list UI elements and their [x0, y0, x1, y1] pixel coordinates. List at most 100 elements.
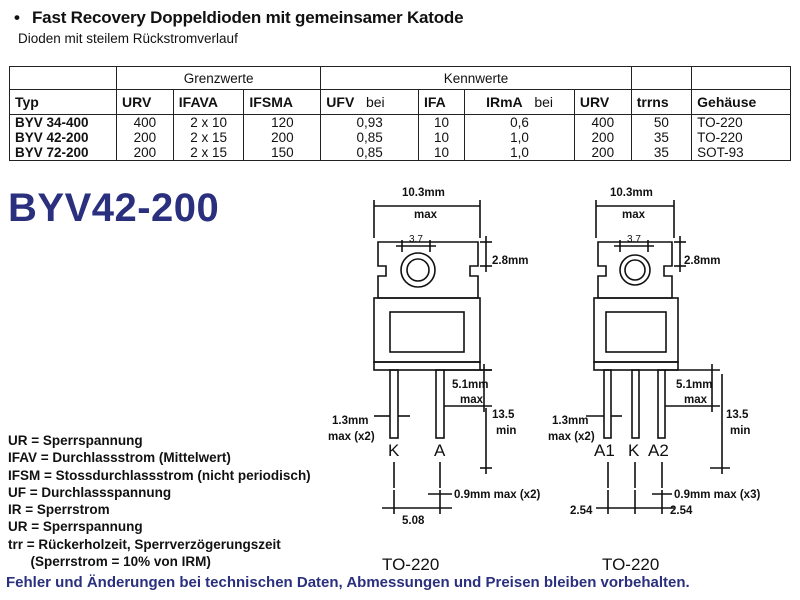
page-title: • Fast Recovery Doppeldioden mit gemeinsa… [14, 8, 464, 28]
dim-lead-text: 5.1mm [452, 379, 488, 391]
pin-k-label: K [628, 441, 640, 460]
dim-tabh-text: 2.8mm [492, 255, 528, 267]
legend-line: UR = Sperrspannung [8, 433, 143, 448]
cell-ifsm: 200 [243, 130, 322, 145]
cell-ir: 1,0 [464, 130, 575, 145]
cell-ur: 200 [573, 145, 632, 161]
cell-ifsm: 120 [243, 114, 322, 130]
col-ir-bei: IRmA bei [464, 89, 575, 115]
typ-group-cell [9, 66, 117, 90]
cell-ur: 400 [573, 114, 632, 130]
dim-hole-text: 3.7 [627, 234, 641, 245]
dim-leadw-text: 1.3mm [552, 415, 588, 427]
column-header-row: Typ URV IFAVA IFSMA UFV bei IFA IRmA bei… [9, 89, 791, 115]
cell-ufv: 0,93 [320, 114, 419, 130]
to220-three-pin-diagram: 10.3mm max 3.7 2.8mm 5.1mm max 13.5 min … [548, 187, 760, 574]
col-typ: Typ [9, 89, 117, 115]
cell-geh: TO-220 [691, 130, 791, 145]
tab-outline [377, 241, 479, 299]
dim-lead-text: 5.1mm [676, 379, 712, 391]
dim-pitch-text-l: 2.54 [570, 505, 593, 517]
lead-a [435, 369, 445, 439]
dim-pitch-text: 5.08 [402, 515, 425, 527]
cell-if: 10 [417, 145, 466, 161]
title-bullet: • [14, 8, 20, 27]
dim-lead-text-2: max [684, 394, 708, 406]
cell-urv: 200 [116, 145, 174, 161]
cell-typ: BYV 42-200 [9, 130, 117, 145]
cell-ufv: 0,85 [320, 130, 419, 145]
col-trr: trrns [630, 89, 693, 115]
cell-geh: TO-220 [691, 114, 791, 130]
pin-a1-label: A1 [594, 441, 615, 460]
legend-line: UF = Durchlassspannung [8, 484, 172, 500]
group-grenzwerte: Grenzwerte [115, 66, 322, 90]
legend-line: IFSM = Stossdurchlassstrom (nicht period… [8, 467, 311, 483]
cell-urv: 200 [116, 130, 174, 145]
pin-a-label: A [434, 441, 446, 460]
cell-if: 10 [417, 130, 466, 145]
dim-thick-text: 0.9mm max (x3) [674, 489, 760, 501]
legend-line: IR = Sperrstrom [8, 502, 110, 518]
col-ufv-bei: UFV bei [320, 89, 419, 115]
spec-table: Grenzwerte Kennwerte Typ URV IFAVA IFSMA… [9, 66, 791, 161]
dim-lead-text-2: max [460, 394, 484, 406]
cell-ifsm: 150 [243, 145, 322, 161]
lead-k [631, 369, 640, 439]
mounting-hole [619, 254, 651, 286]
lead-a1 [603, 369, 612, 439]
dim-leadw-text-2: max (x2) [328, 431, 375, 443]
package-mold [389, 311, 465, 353]
mounting-hole [400, 252, 436, 288]
dim-total-text: 13.5 [492, 409, 515, 421]
cell-typ: BYV 72-200 [9, 145, 117, 161]
package-label: TO-220 [382, 555, 439, 574]
col-urv: URV [116, 89, 174, 115]
package-foot [373, 361, 481, 371]
cell-ifav: 2 x 15 [172, 130, 245, 145]
group-kennwerte: Kennwerte [320, 66, 632, 90]
cell-ifav: 2 x 15 [172, 145, 245, 161]
dim-total-text-2: min [730, 425, 750, 437]
cell-trr: 50 [630, 114, 693, 130]
col-bei1: bei [365, 94, 385, 110]
dim-width-text: 10.3mm [610, 187, 653, 199]
page-subtitle: Dioden mit steilem Rückstromverlauf [18, 31, 238, 46]
cell-trr: 35 [630, 145, 693, 161]
group-header-row: Grenzwerte Kennwerte [9, 66, 791, 90]
legend-line: UR = Sperrspannung [8, 519, 143, 535]
col-ufv: UFV [326, 94, 355, 110]
cell-if: 10 [417, 114, 466, 130]
legend-line: (Sperrstrom = 10% von IRM) [8, 554, 211, 570]
col-ifav: IFAVA [172, 89, 245, 115]
part-number: BYV42-200 [8, 186, 220, 230]
legend-line: IFAV = Durchlassstrom (Mittelwert) [8, 450, 231, 466]
disclaimer-footer: Fehler und Änderungen bei technischen Da… [6, 574, 690, 591]
tab-outline [597, 241, 673, 299]
dim-thick-text: 0.9mm max (x2) [454, 489, 540, 501]
to220-two-pin-diagram: 10.3mm max 3.7 2.8mm 5.1mm max 13.5 min … [328, 187, 540, 574]
col-urv2: URV [573, 89, 632, 115]
cell-ifav: 2 x 10 [172, 114, 245, 130]
cell-ir: 1,0 [464, 145, 575, 161]
cell-urv: 400 [116, 114, 174, 130]
dim-width-text: 10.3mm [402, 187, 445, 199]
dim-width-text-2: max [414, 209, 438, 221]
pin-k-label: K [388, 441, 400, 460]
pin-a2-label: A2 [648, 441, 669, 460]
dim-hole-text: 3.7 [409, 234, 423, 245]
cell-geh: SOT-93 [691, 145, 791, 161]
mounting-hole-inner [406, 258, 430, 282]
col-ifsm: IFSMA [243, 89, 322, 115]
trr-group-cell [630, 66, 693, 90]
dim-leadw-text-2: max (x2) [548, 431, 595, 443]
title-text: Fast Recovery Doppeldioden mit gemeinsam… [32, 8, 464, 27]
col-gehaeuse: Gehäuse [691, 89, 791, 115]
dim-tabh-text: 2.8mm [684, 255, 720, 267]
lead-k [389, 369, 399, 439]
dim-width-text-2: max [622, 209, 646, 221]
cell-ur: 200 [573, 130, 632, 145]
cell-ufv: 0,85 [320, 145, 419, 161]
